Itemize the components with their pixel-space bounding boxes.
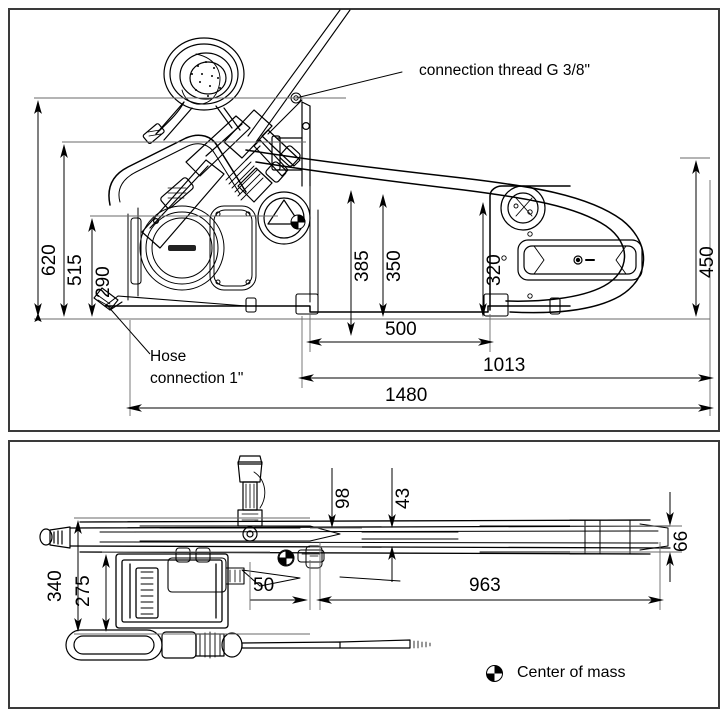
legend-label: Center of mass <box>517 664 626 681</box>
dimension-66: 66 <box>671 530 692 552</box>
dimension-320: 320 <box>484 254 505 286</box>
note-hose-line1: Hose <box>150 348 187 365</box>
dimension-43: 43 <box>393 487 414 509</box>
dimension-963: 963 <box>469 575 501 596</box>
dimension-1480: 1480 <box>385 385 428 406</box>
dimension-620: 620 <box>39 244 60 276</box>
dimension-275: 275 <box>73 575 94 607</box>
dimension-340: 340 <box>45 570 66 602</box>
dimension-1013: 1013 <box>483 355 526 376</box>
note-hose-line2: connection 1" <box>150 370 244 387</box>
dimension-450: 450 <box>697 246 718 278</box>
dimension-290: 290 <box>93 266 114 298</box>
legend-center-of-mass: Center of mass <box>486 664 625 682</box>
center-of-mass-icon <box>486 664 503 682</box>
dimension-515: 515 <box>65 254 86 286</box>
dimension-500: 500 <box>385 319 417 340</box>
dimension-350: 350 <box>384 250 405 282</box>
dimension-98: 98 <box>333 487 354 509</box>
note-connection-thread: connection thread G 3/8" <box>419 62 590 79</box>
side-view-geometry <box>34 9 714 416</box>
top-view-geometry <box>39 455 682 661</box>
top-view-panel: 340 275 98 43 66 50 963 Center of mass <box>8 440 720 709</box>
dimension-50: 50 <box>253 575 275 596</box>
side-view-panel: 620 515 290 385 350 320 450 500 1013 148… <box>8 8 720 432</box>
dimension-385: 385 <box>352 250 373 282</box>
